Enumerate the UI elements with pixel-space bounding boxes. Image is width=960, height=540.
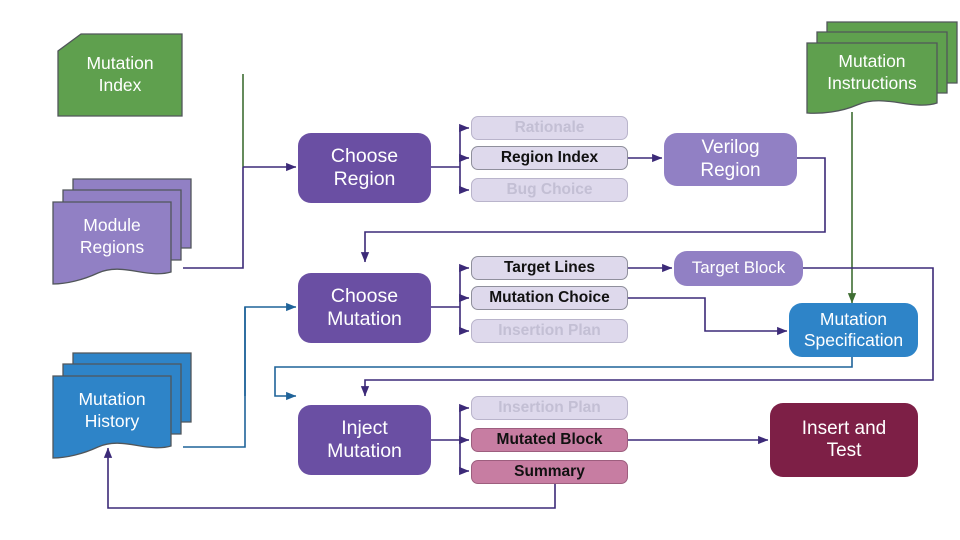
field-target-lines[interactable]: Target Lines: [471, 256, 628, 280]
edge-to-summary: [459, 440, 470, 476]
mutation-history-shape: [52, 352, 192, 459]
field-mutation-choice[interactable]: Mutation Choice: [471, 286, 628, 310]
edge-to-insertion-plan-2: [459, 403, 470, 440]
edge-to-target-lines: [459, 263, 470, 307]
edge-mutation-choice-to-spec: [628, 297, 788, 336]
edge-history-to-choose-mutation: [183, 302, 297, 448]
edge-module-regions-trunk: [183, 167, 244, 269]
edge-to-bug-choice: [459, 167, 470, 195]
field-summary[interactable]: Summary: [471, 460, 628, 484]
module-regions-shape: [52, 178, 192, 285]
field-region-index[interactable]: Region Index: [471, 146, 628, 170]
edge-spec-to-inject: [274, 357, 853, 401]
field-rationale[interactable]: Rationale: [471, 116, 628, 140]
node-target-block[interactable]: Target Block: [674, 251, 803, 286]
mutation-index-shape: [57, 33, 183, 117]
field-mutated-block[interactable]: Mutated Block: [471, 428, 628, 452]
mutation-instructions-shape: [806, 21, 958, 114]
field-insertion-plan[interactable]: Insertion Plan: [471, 319, 628, 343]
field-insertion-plan-2[interactable]: Insertion Plan: [471, 396, 628, 420]
field-bug-choice[interactable]: Bug Choice: [471, 178, 628, 202]
edge-to-insertion-plan: [459, 307, 470, 336]
edge-to-rationale: [459, 123, 470, 167]
